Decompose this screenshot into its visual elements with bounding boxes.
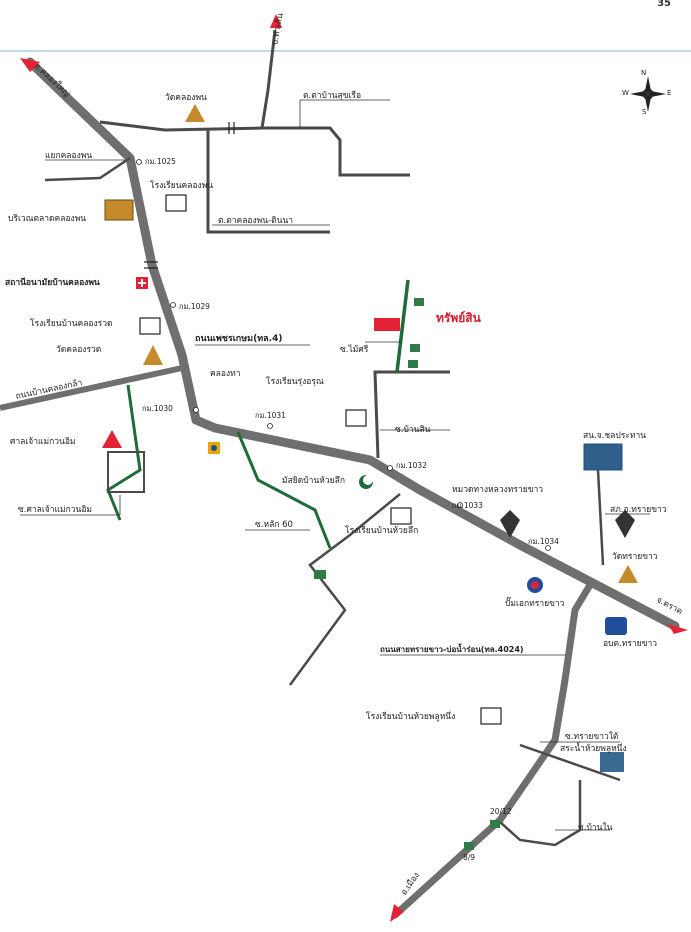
road-shrine xyxy=(106,384,142,521)
page-number: 35 xyxy=(657,0,671,9)
house-icon xyxy=(314,298,500,850)
label-highway-office: หมวดทางหลวงทรายขาว xyxy=(452,485,544,495)
road-irrigation xyxy=(596,469,605,566)
label-pond-huai-phlu: สระน้ำห้วยพลูหนึ่ง xyxy=(560,744,627,754)
label-soi-ban-sin: ซ.บ้านสิน xyxy=(395,425,431,435)
road-west-market xyxy=(44,156,131,182)
road-property-green xyxy=(395,279,410,373)
label-khlong-tha: คลองทา xyxy=(210,369,241,379)
label-police-station: สภ.อ.ทรายขาว xyxy=(610,505,667,515)
temple-icon xyxy=(143,104,638,583)
label-soi-khlong-phon-tin: ต.ตาคลองพน-ตินนา xyxy=(218,216,294,226)
label-soi-shrine: ซ.ศาลเจ้าแม่กวนอิม xyxy=(18,505,93,515)
phetkasem-road xyxy=(25,57,680,631)
label-school-huai-luek: โรงเรียนบ้านห้วยลึก xyxy=(345,526,419,536)
ban-tha-sen-arrow xyxy=(270,14,282,28)
market-icon xyxy=(104,199,134,221)
road-mai-sri xyxy=(373,370,450,459)
label-km1034: กม.1034 xyxy=(528,537,559,546)
label-km1031: กม.1031 xyxy=(255,411,286,420)
health-station-icon xyxy=(136,277,148,289)
label-school-huai-phlu: โรงเรียนบ้านห้วยพลูหนึ่ง xyxy=(366,712,456,722)
bridge-icon xyxy=(144,122,235,269)
shrine-lane xyxy=(107,451,145,493)
road-khlong-kla xyxy=(0,365,183,411)
label-mosque: มัสยิดบ้านห้วยลึก xyxy=(282,476,345,486)
label-shrine-mae: ศาลเจ้าแม่กวนอิม xyxy=(10,437,76,447)
label-pao-sai-khao: อบต.ทรายขาว xyxy=(603,639,658,649)
label-phaek-khlong-phon: แยกคลองพน xyxy=(45,151,93,161)
road-lak-60 xyxy=(236,431,332,549)
khlong-tha-sign-icon xyxy=(208,442,220,454)
label-marker-8-9: 8/9 xyxy=(463,853,476,862)
label-khlong-phon-market: บริเวณตลาดคลองพน xyxy=(8,214,87,224)
label-health-station: สถานีอนามัยบ้านคลองพน xyxy=(5,278,100,288)
label-school-rung-arun: โรงเรียนรุ่งอรุณ xyxy=(266,377,324,387)
label-km1033: กม.1033 xyxy=(452,501,483,510)
label-soi-mai-sri: ซ.ไม้ศรี xyxy=(340,345,369,355)
label-soi-sai-khao-tai: ซ.ทรายขาวใต้ xyxy=(565,732,619,742)
road-ban-tha-sen xyxy=(260,29,277,129)
label-irrigation-office: สน.จ.ชลประทาน xyxy=(583,431,647,441)
highway-office-icon xyxy=(500,510,635,538)
road-huai-luek-south xyxy=(288,493,401,686)
road-ban-nai xyxy=(499,780,582,847)
irrigation-office-image xyxy=(583,443,623,471)
label-km1029: กม.1029 xyxy=(179,302,210,311)
to-khlong-yai-arrow xyxy=(20,58,40,72)
label-wat-khlong-rang: วัดคลองรวด xyxy=(56,345,102,355)
compass-s: S xyxy=(642,108,647,116)
pointer-lines xyxy=(20,99,650,831)
compass-w: W xyxy=(622,89,629,97)
km-marker-icon xyxy=(136,159,551,551)
to-mueang-arrow xyxy=(390,904,404,922)
road-khlong-phon-tin xyxy=(206,130,330,234)
label-km1030: กม.1030 xyxy=(142,404,173,413)
pond-image xyxy=(600,752,624,772)
mosque-icon xyxy=(359,475,373,489)
property-marker xyxy=(374,318,400,331)
compass-e: E xyxy=(667,89,672,97)
label-soi-lak-60: ซ.หลัก 60 xyxy=(255,520,293,530)
road-sai-khao-tai xyxy=(519,743,621,782)
shrine-icon xyxy=(102,430,122,448)
label-wat-sai-khao: วัดทรายขาว xyxy=(612,552,658,562)
municipal-office-icon xyxy=(605,617,627,635)
label-gas-station: ปั๊มเอกทรายขาว xyxy=(505,599,565,609)
label-school-khlong-rang: โรงเรียนบ้านคลองรวด xyxy=(30,319,113,329)
highway-4024 xyxy=(391,581,594,919)
label-soi-ban-sukhiri: ต.ตาบ้านสุขเรือ xyxy=(303,91,362,101)
to-trat-arrow xyxy=(668,624,688,634)
school-icon xyxy=(139,194,502,725)
label-wat-khlong-phon: วัดคลองพน xyxy=(165,93,207,103)
label-km1025: กม.1025 xyxy=(145,157,176,166)
label-soi-ban-nai: ซ.บ้านใน xyxy=(578,823,613,833)
compass-rose xyxy=(630,76,666,112)
road-north-top xyxy=(99,120,410,177)
label-property: ทรัพย์สิน xyxy=(436,311,481,325)
label-marker-20-12: 20/12 xyxy=(490,807,512,816)
compass-n: N xyxy=(641,69,647,77)
label-highway-4024: ถนนสายทรายขาว-บ่อน้ำร่อน(ทล.4024) xyxy=(380,645,524,654)
label-phetkasem-road: ถนนเพชรเกษม(ทล.4) xyxy=(195,334,283,344)
label-km1032: กม.1032 xyxy=(396,461,427,470)
gas-station-icon xyxy=(527,577,543,593)
label-school-khlong-phon: โรงเรียนคลองพน xyxy=(150,181,214,191)
